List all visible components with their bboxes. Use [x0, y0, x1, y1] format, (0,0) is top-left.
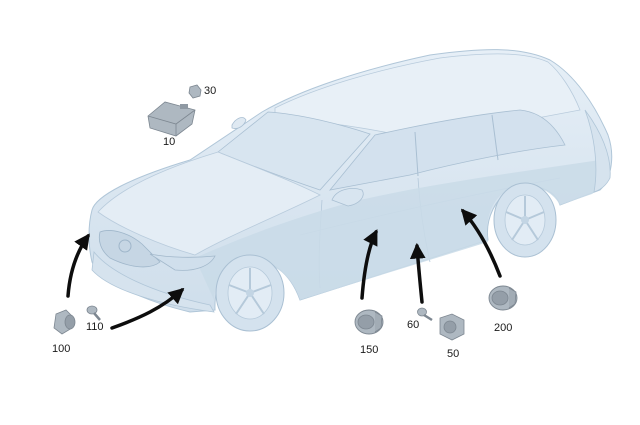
part-30-connector — [188, 84, 202, 99]
car-hood — [97, 151, 321, 256]
car-rear-wheel — [493, 182, 557, 258]
label-100: 100 — [52, 343, 70, 355]
part-60-screw — [417, 307, 433, 322]
part-150-sensor — [354, 309, 384, 335]
car-mirror — [331, 188, 364, 207]
part-110-screw — [86, 305, 101, 321]
label-10: 10 — [163, 136, 175, 148]
label-110: 110 — [86, 321, 104, 333]
car-front-wheel — [215, 254, 285, 332]
label-150: 150 — [360, 344, 378, 356]
car-illustration — [88, 49, 613, 332]
label-50: 50 — [447, 348, 459, 360]
arrow-150 — [360, 229, 378, 300]
label-200: 200 — [494, 322, 512, 334]
part-100-sensor — [53, 309, 76, 335]
car-lower-side — [195, 160, 603, 300]
part-50-sensor — [439, 313, 465, 341]
arrow-200 — [460, 208, 502, 278]
arrow-60-50 — [409, 242, 426, 304]
label-60: 60 — [407, 319, 419, 331]
callout-arrows — [66, 208, 502, 330]
arrow-110 — [110, 287, 185, 330]
car-side-windows — [328, 109, 566, 191]
part-labels: 10 30 100 110 150 60 50 200 — [52, 85, 512, 360]
part-200-sensor — [488, 285, 518, 311]
part-10-control-unit — [147, 101, 196, 137]
arrow-100 — [66, 233, 90, 298]
label-30: 30 — [204, 85, 216, 97]
car-headlight — [149, 253, 216, 271]
car-grille — [98, 230, 161, 268]
